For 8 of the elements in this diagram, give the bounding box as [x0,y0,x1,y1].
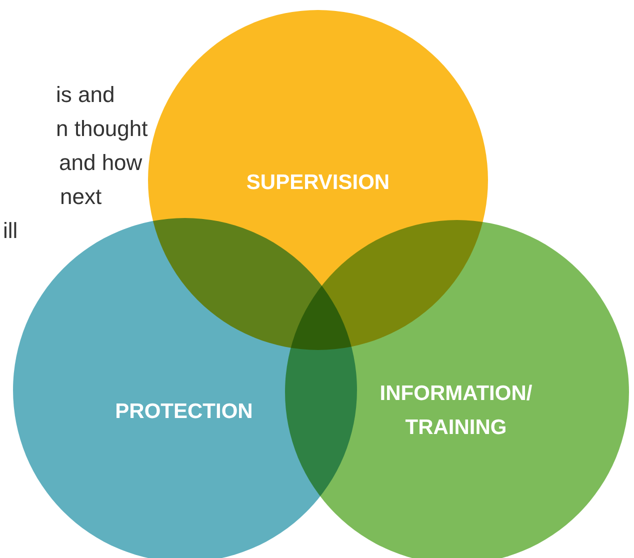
text-fragment: next [60,184,102,210]
circle-label: SUPERVISION [245,170,391,196]
text-fragment: n thought [56,116,148,142]
text-fragment: ill [3,218,18,244]
text-fragment: is and [56,82,115,108]
circle-label: INFORMATION/ TRAINING [378,381,534,441]
circle-label: PROTECTION [114,399,254,425]
text-fragment: and how [59,150,142,176]
